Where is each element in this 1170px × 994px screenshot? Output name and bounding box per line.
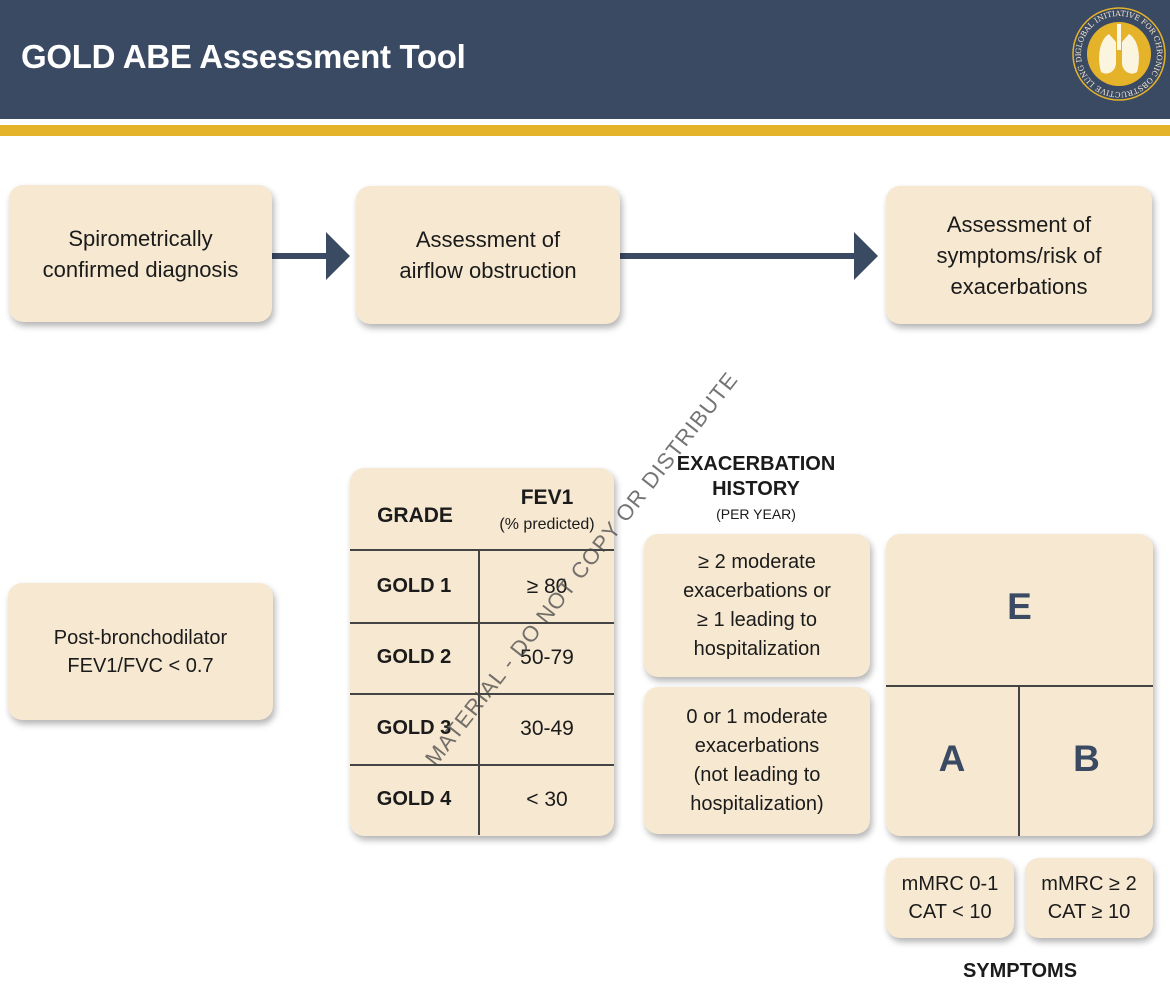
exacerbation-title-line-2: HISTORY (712, 478, 800, 500)
step-symptoms-line-3: exacerbations (950, 273, 1088, 299)
grade-cell: GOLD 1 (350, 551, 480, 622)
step-diagnosis-line-2: confirmed diagnosis (42, 256, 239, 282)
step-symptoms-risk: Assessment of symptoms/risk of exacerbat… (886, 186, 1152, 324)
fev-column-header: FEV1 (520, 486, 574, 509)
arrow-1-head-icon (326, 232, 350, 280)
post-bronchodilator-box: Post-bronchodilator FEV1/FVC < 0.7 (8, 583, 273, 720)
table-row: GOLD 1 ≥ 80 (350, 551, 614, 624)
abe-vertical-divider (1018, 687, 1020, 836)
group-e-label: E (1007, 586, 1032, 627)
exacerbation-low-box: 0 or 1 moderate exacerbations (not leadi… (644, 687, 870, 834)
grade-cell: GOLD 4 (350, 764, 480, 835)
abe-horizontal-divider (886, 685, 1153, 687)
exacerbation-high-line-2: exacerbations or (683, 579, 831, 602)
grade-column-header: GRADE (377, 504, 453, 527)
exacerbation-high-line-1: ≥ 2 moderate (698, 550, 816, 573)
step-airflow-line-2: airflow obstruction (399, 258, 577, 283)
header-bar: GOLD ABE Assessment Tool GLOBAL INITIATI… (0, 0, 1170, 119)
fev-cell: ≥ 80 (526, 574, 568, 598)
step-symptoms-line-2: symptoms/risk of (936, 242, 1102, 268)
exacerbation-history-title: EXACERBATION HISTORY (650, 452, 862, 502)
post-bronchodilator-line-2: FEV1/FVC < 0.7 (67, 654, 214, 677)
symptoms-low-line-2: CAT < 10 (908, 901, 992, 923)
step-airflow: Assessment of airflow obstruction (356, 186, 620, 324)
group-a-label: A (938, 738, 966, 779)
page-title: GOLD ABE Assessment Tool (21, 38, 466, 75)
fev-cell: 30-49 (520, 716, 574, 740)
step-diagnosis-line-1: Spirometrically (68, 225, 213, 251)
exacerbation-high-line-3: ≥ 1 leading to (697, 608, 817, 631)
arrow-2-head-icon (854, 232, 878, 280)
grade-cell: GOLD 2 (350, 622, 480, 693)
post-bronchodilator-line-1: Post-bronchodilator (53, 626, 228, 649)
symptoms-low-line-1: mMRC 0-1 (901, 873, 999, 895)
exacerbation-low-line-2: exacerbations (694, 734, 820, 757)
symptoms-low-box: mMRC 0-1 CAT < 10 (886, 858, 1014, 938)
symptoms-high-line-1: mMRC ≥ 2 (1041, 873, 1137, 895)
fev-cell: 50-79 (520, 645, 574, 669)
fev-cell: < 30 (526, 787, 568, 811)
exacerbation-high-box: ≥ 2 moderate exacerbations or ≥ 1 leadin… (644, 534, 870, 677)
grade-table: GRADE FEV1 (% predicted) GOLD 1 ≥ 80 GOL… (350, 468, 614, 836)
exacerbation-low-line-4: hospitalization) (690, 792, 824, 815)
step-diagnosis: Spirometrically confirmed diagnosis (9, 185, 272, 322)
abe-grid: E A B (886, 534, 1153, 836)
table-row: GOLD 4 < 30 (350, 764, 614, 835)
group-b-label: B (1073, 738, 1100, 779)
grade-table-header: GRADE FEV1 (% predicted) (350, 468, 614, 551)
table-row: GOLD 2 50-79 (350, 622, 614, 695)
header-divider (0, 119, 1170, 125)
symptoms-high-line-2: CAT ≥ 10 (1047, 901, 1131, 923)
symptoms-high-box: mMRC ≥ 2 CAT ≥ 10 (1025, 858, 1153, 938)
exacerbation-low-line-3: (not leading to (693, 763, 821, 786)
exacerbation-subtitle: (PER YEAR) (716, 506, 796, 522)
symptoms-axis-label: SYMPTOMS (962, 960, 1078, 982)
grade-cell: GOLD 3 (350, 693, 480, 764)
exacerbation-low-line-1: 0 or 1 moderate (686, 705, 828, 728)
fev-column-subheader: (% predicted) (499, 516, 595, 533)
exacerbation-high-line-4: hospitalization (693, 637, 821, 660)
table-row: GOLD 3 30-49 (350, 693, 614, 766)
exacerbation-title-line-1: EXACERBATION (676, 453, 836, 475)
step-airflow-line-1: Assessment of (415, 227, 561, 252)
gold-stripe (0, 125, 1170, 136)
step-symptoms-line-1: Assessment of (946, 211, 1092, 237)
gold-logo-icon: GLOBAL INITIATIVE FOR CHRONIC OBSTRUCTIV… (1071, 6, 1166, 101)
